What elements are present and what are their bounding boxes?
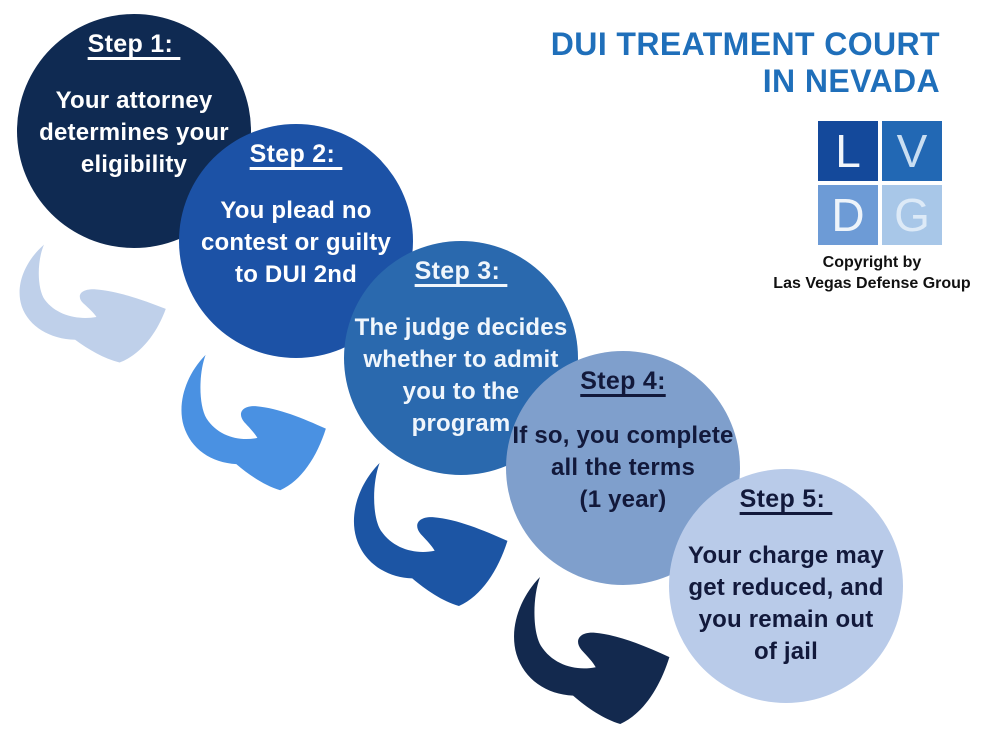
- copyright-text: Copyright by Las Vegas Defense Group: [773, 254, 971, 293]
- step-4-description: If so, you complete all the terms (1 yea…: [512, 422, 734, 513]
- logo-square-g: G: [882, 185, 942, 245]
- logo-square-l: L: [818, 121, 878, 181]
- step-5-label: Step 5:: [739, 485, 833, 513]
- logo-letter-l: L: [835, 125, 861, 177]
- logo-square-v: V: [882, 121, 942, 181]
- arrow-step1-to-step2: [19, 244, 166, 363]
- arrow-step4-to-step5: [514, 577, 670, 724]
- logo-square-d: D: [818, 185, 878, 245]
- lvdg-logo: L V D G: [818, 121, 942, 245]
- step-circle-2: Step 2: You plead no contest or guilty t…: [179, 124, 413, 358]
- step-3-label: Step 3:: [414, 257, 508, 285]
- step-2-description: You plead no contest or guilty to DUI 2n…: [200, 197, 392, 288]
- logo-letter-d: D: [831, 189, 865, 241]
- step-1-label: Step 1:: [87, 30, 181, 58]
- step-circle-1: Step 1: Your attorney determines your el…: [17, 14, 251, 248]
- step-1-description: Your attorney determines your eligibilit…: [39, 87, 229, 178]
- page-title: DUI TREATMENT COURT IN NEVADA: [550, 26, 940, 100]
- step-4-label: Step 4:: [580, 367, 666, 395]
- step-3-description: The judge decides whether to admit you t…: [354, 314, 568, 437]
- step-circle-5: Step 5: Your charge may get reduced, and…: [669, 469, 903, 703]
- logo-letter-v: V: [896, 125, 928, 177]
- logo-letter-g: G: [894, 189, 930, 241]
- arrow-step3-to-step4: [353, 462, 508, 607]
- step-2-label: Step 2:: [249, 140, 343, 168]
- step-5-description: Your charge may get reduced, and you rem…: [688, 542, 884, 665]
- arrow-step2-to-step3: [181, 354, 326, 491]
